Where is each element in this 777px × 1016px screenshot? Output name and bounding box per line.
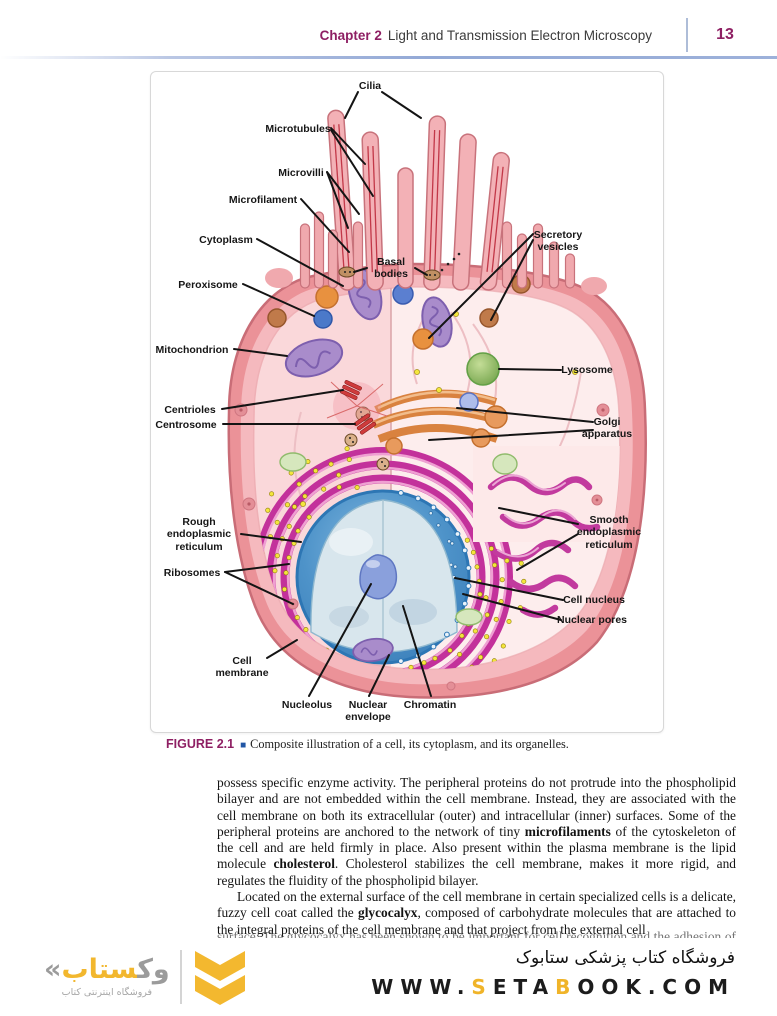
basal-bodies-illustration [338, 252, 461, 281]
paragraph-2: Located on the external surface of the c… [217, 889, 736, 937]
orange-vesicle [315, 285, 339, 309]
orange-vesicle [412, 328, 434, 350]
lysosome-illustration [466, 352, 500, 386]
header-divider [686, 18, 688, 52]
cilia-illustration [327, 109, 510, 291]
label-basal-bodies: Basal bodies [374, 256, 408, 281]
paragraph-1: possess specific enzyme activity. The pe… [217, 775, 736, 888]
label-cytoplasm: Cytoplasm [199, 234, 253, 246]
chapter-title: Light and Transmission Electron Microsco… [387, 28, 652, 43]
label-nuclear-envelope: Nuclear envelope [345, 699, 391, 724]
label-ribosomes: Ribosomes [163, 567, 221, 579]
label-cell-nucleus: Cell nucleus [563, 594, 625, 606]
light-blue-vesicle [459, 392, 479, 412]
label-cell-membrane: Cell membrane [215, 655, 269, 680]
caption-square-icon: ■ [240, 740, 247, 751]
website-url-text: WWW.SETABOOK.COM [371, 975, 735, 999]
label-smooth-er: Smooth endoplasmic reticulum [576, 514, 642, 551]
figure-2-1: Cilia Microtubules Microvilli Microfilam… [150, 71, 664, 733]
label-microfilament: Microfilament [228, 194, 298, 206]
logo-wordmark-block: «وکستاب فروشگاه اینترنتی کتاب [44, 956, 170, 998]
label-microvilli: Microvilli [278, 167, 324, 179]
leader-lines [221, 91, 594, 697]
secretory-vesicle [267, 308, 287, 328]
label-secretory-vesicles: Secretory vesicles [533, 229, 583, 254]
chevron-emblem-icon [194, 951, 245, 1005]
label-golgi-apparatus: Golgi apparatus [581, 416, 633, 441]
vesicles-illustration [267, 274, 578, 626]
page-number: 13 [716, 26, 734, 43]
page-header: Chapter 2 Light and Transmission Electron… [320, 28, 652, 43]
figure-caption-label: FIGURE 2.1 [166, 737, 235, 751]
label-lysosome: Lysosome [561, 364, 613, 376]
label-centrioles: Centrioles [164, 404, 216, 416]
centrioles-illustration [326, 380, 388, 435]
clipped-text-line: surface. The glycocalyx has been shown t… [217, 929, 736, 938]
label-peroxisome: Peroxisome [178, 279, 238, 291]
label-nuclear-pores: Nuclear pores [556, 614, 628, 626]
logo-wordmark: «وکستاب [44, 954, 170, 985]
setabook-logo: «وکستاب فروشگاه اینترنتی کتاب [44, 947, 248, 1007]
store-name-text: فروشگاه کتاب پزشکی ستابوک [515, 948, 735, 968]
label-mitochondrion: Mitochondrion [155, 344, 229, 356]
label-centrosome: Centrosome [155, 419, 217, 431]
footer-right: فروشگاه کتاب پزشکی ستابوک WWW.SETABOOK.C… [371, 948, 735, 999]
peroxisome-illustration [313, 309, 333, 329]
nucleus-illustration [295, 489, 472, 665]
cell-illustration [221, 91, 647, 699]
label-chromatin: Chromatin [403, 699, 457, 711]
figure-caption-text: Composite illustration of a cell, its cy… [250, 737, 569, 751]
label-microtubules: Microtubules [265, 123, 331, 135]
header-rule [0, 56, 777, 59]
logo-divider [179, 950, 182, 1004]
label-nucleolus: Nucleolus [281, 699, 333, 711]
label-rough-er: Rough endoplasmic reticulum [166, 516, 232, 553]
logo-tagline: فروشگاه اینترنتی کتاب [61, 987, 153, 998]
figure-caption: FIGURE 2.1 ■Composite illustration of a c… [166, 737, 686, 752]
body-text: possess specific enzyme activity. The pe… [217, 775, 736, 938]
chapter-label: Chapter 2 [319, 28, 382, 43]
label-cilia: Cilia [358, 80, 382, 92]
